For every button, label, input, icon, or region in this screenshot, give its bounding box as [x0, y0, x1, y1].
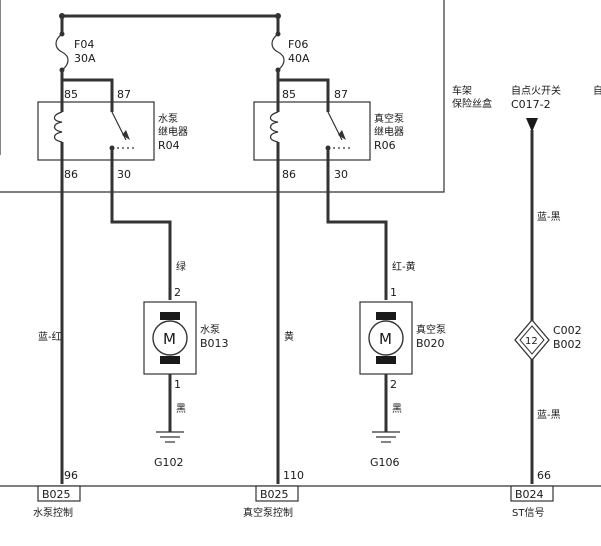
relay-r04-box — [37, 101, 155, 161]
st-connector-arrow-icon — [526, 118, 538, 132]
water-pump-motor-symbol: M — [163, 330, 176, 348]
vacuum-pump-pin-bottom: 2 — [390, 378, 397, 391]
connector-b024-box — [510, 485, 554, 502]
vacuum-pump-motor-symbol: M — [379, 330, 392, 348]
fuse-box-label-line2: 保险丝盒 — [452, 97, 492, 110]
splice-inner-diamond — [519, 325, 545, 355]
water-pump-wire-top-color: 绿 — [176, 260, 186, 273]
pump-control-wire-color: 蓝-红 — [38, 330, 62, 343]
relay-r06-pin-86: 86 — [282, 168, 296, 181]
water-pump-pin-top: 2 — [174, 286, 181, 299]
relay-r06: 85 87 86 30 真空泵 继电器 R06 — [253, 86, 404, 181]
vacuum-pump-brush-bottom — [376, 356, 396, 364]
water-pump-motor-icon — [152, 320, 188, 356]
relay-r04-name-line2: 继电器 — [158, 125, 188, 138]
vacuum-pump-wire-top-color: 红-黄 — [392, 260, 416, 273]
connector-pin-110: 110 — [283, 469, 304, 482]
connector-pin-96: 96 — [64, 469, 78, 482]
relay-r04-pin-87: 87 — [117, 88, 131, 101]
relay1-87-feed-wire — [60, 78, 114, 100]
st-wire-lower-color: 蓝-黑 — [537, 409, 561, 421]
vacuum-pump-name: 真空泵 — [416, 323, 446, 336]
water-pump-motor: M — [143, 301, 197, 375]
relay-r06-pin-85: 85 — [282, 88, 296, 101]
fuse-box-outline — [0, 0, 445, 193]
fuse-f04-id: F04 — [74, 38, 94, 51]
water-pump-pin-bottom: 1 — [174, 378, 181, 391]
fuse-f04-rating: 30A — [74, 52, 96, 65]
relay-r04-code: R04 — [158, 139, 180, 152]
connector-66-label: ST信号 — [512, 507, 544, 519]
relay-r06-code: R06 — [374, 139, 396, 152]
vacuum-pump-pin-top: 1 — [390, 286, 397, 299]
fuse-f06-terminal-bottom — [275, 67, 281, 73]
fuse-f04-terminal-top — [59, 31, 65, 37]
vacuum-pump-wire-bottom-color: 黑 — [392, 403, 402, 415]
water-pump-code: B013 — [200, 337, 229, 350]
vacuum-pump-brush-top — [376, 312, 396, 320]
fuse-f04-element — [55, 33, 69, 71]
relay-r04-switch-arrow-icon — [122, 130, 130, 140]
splice-connector-c002: C002 — [553, 324, 582, 337]
fuse-box-label-line1: 车架 — [452, 84, 472, 97]
fuse-f06-id: F06 — [288, 38, 308, 51]
relay-r04-pin-85: 85 — [64, 88, 78, 101]
water-pump-brush-top — [160, 312, 180, 320]
water-pump-name: 水泵 — [200, 324, 220, 336]
fuse-f06-element — [271, 33, 285, 71]
ground-g106-icon — [372, 431, 400, 443]
vacuum-pump-feed-wire — [326, 160, 388, 300]
connector-96-label: 水泵控制 — [33, 506, 73, 519]
connector-b025-box-left — [37, 485, 81, 502]
relay-r04-name-line1: 水泵 — [158, 113, 178, 125]
connector-b025-right-code: B025 — [260, 488, 289, 501]
relay-r04-pin-30: 30 — [117, 168, 131, 181]
ground-g102-label: G102 — [154, 456, 184, 469]
water-pump-feed-wire — [110, 160, 172, 300]
splice-pin: 12 — [525, 336, 538, 347]
water-pump-wire-bottom-color: 黑 — [176, 403, 186, 415]
relay-r04-pin-86: 86 — [64, 168, 78, 181]
relay-r06-pin-87: 87 — [334, 88, 348, 101]
ground-g106-label: G106 — [370, 456, 400, 469]
vacuum-control-wire-color: 黄 — [284, 330, 294, 343]
fuse-f04-terminal-bottom — [59, 67, 65, 73]
st-wire-upper-color: 蓝-黑 — [537, 211, 561, 223]
vacuum-pump-code: B020 — [416, 337, 445, 350]
splice-connector-b002: B002 — [553, 338, 582, 351]
connector-110-label: 真空泵控制 — [243, 506, 293, 519]
relay-r04-coil-icon — [53, 111, 63, 143]
vacuum-pump-motor-icon — [368, 320, 404, 356]
ground-g102-icon — [156, 431, 184, 443]
ignition-switch-name: 自点火开关 — [511, 84, 561, 97]
vacuum-pump-motor: M — [359, 301, 413, 375]
ignition-switch-clipped-label: 自 — [593, 84, 601, 97]
connector-pin-66: 66 — [537, 469, 551, 482]
relay-r06-switch-arrow-icon — [338, 130, 346, 140]
relay2-87-feed-wire — [276, 78, 330, 100]
fuse-f04: F04 30A — [55, 16, 96, 86]
connector-b024-code: B024 — [515, 488, 544, 501]
relay-r06-name-line2: 继电器 — [374, 125, 404, 138]
relay-r04: 85 87 86 30 水泵 继电器 R04 — [37, 86, 188, 181]
splice-connector: 12 — [514, 318, 550, 362]
fuse-f06-rating: 40A — [288, 52, 310, 65]
relay-r06-box — [253, 101, 371, 161]
ignition-switch-connector: C017-2 — [511, 98, 551, 111]
fuse-f06-terminal-top — [275, 31, 281, 37]
water-pump-brush-bottom — [160, 356, 180, 364]
connector-b025-left-code: B025 — [42, 488, 71, 501]
connector-b025-box-right — [255, 485, 299, 502]
supply-bus-wire — [60, 14, 280, 20]
fuse-f06: F06 40A — [271, 16, 310, 86]
relay-r06-pin-30: 30 — [334, 168, 348, 181]
relay-r06-name-line1: 真空泵 — [374, 112, 404, 125]
relay-r06-coil-icon — [269, 111, 279, 143]
